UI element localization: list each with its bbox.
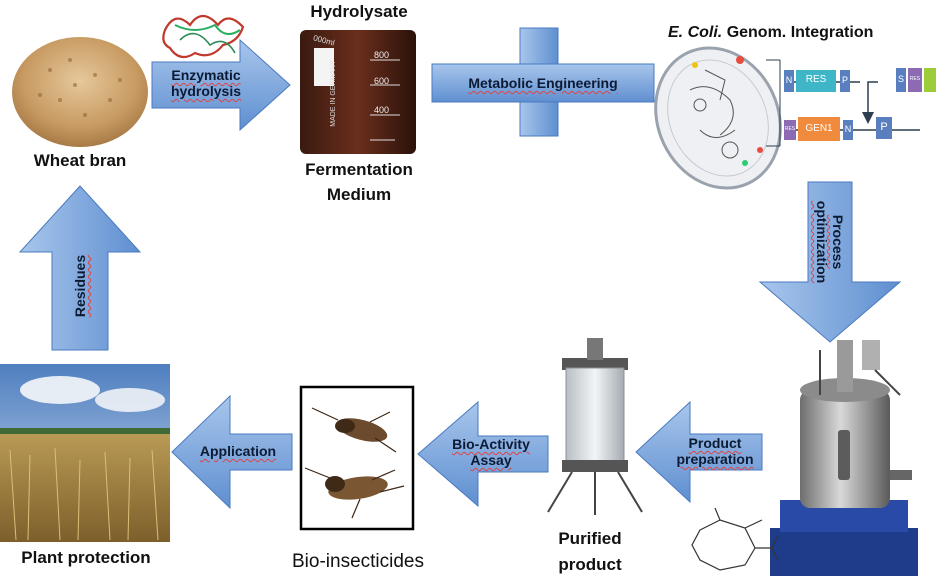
bio-activity-arrow — [417, 400, 549, 508]
enzymatic-hydrolysis-arrow — [151, 38, 291, 132]
fermentation-medium-label-line2: Medium — [326, 185, 392, 204]
cockroach-icon — [304, 467, 405, 519]
gene-res-small-label-2: RES — [784, 126, 796, 132]
ecoli-cell-image — [654, 46, 782, 190]
purified-product-label-line1: Purified — [558, 529, 622, 548]
chemical-structure-icon — [691, 507, 779, 571]
process-optimization-text: Process optimization — [814, 200, 846, 284]
gene-n2-label: N — [844, 124, 852, 134]
gene-gen1-label: GEN1 — [805, 123, 833, 134]
purified-product-label-line2: product — [558, 555, 622, 574]
purification-column-image — [547, 338, 643, 515]
beaker-image — [300, 30, 416, 154]
cockroach-icon — [311, 407, 397, 453]
beaker-mark-600: 600 — [374, 76, 390, 86]
gene-p2-label: P — [880, 121, 888, 133]
hydrolysate-label: Hydrolysate — [310, 2, 408, 21]
cockroach-image — [299, 385, 415, 531]
plant-protection-label: Plant protection — [21, 548, 151, 567]
fermentation-medium-label-line1: Fermentation — [305, 160, 413, 179]
wheat-field-image — [0, 364, 170, 542]
metabolic-engineering-cross — [431, 27, 655, 137]
bio-activity-assay-text: Bio-Activity Assay — [452, 436, 530, 468]
process-optimization-arrow — [758, 181, 902, 343]
gene-construct-bottom — [784, 117, 920, 141]
application-arrow — [171, 394, 293, 510]
beaker-mark-400: 400 — [374, 105, 390, 115]
enzymatic-hydrolysis-text: Enzymatic hydrolysis — [170, 67, 242, 99]
gene-p1-label: P — [841, 75, 848, 85]
metabolic-engineering-text: Metabolic Engineering — [468, 75, 618, 91]
residues-text: Residues — [72, 254, 88, 318]
ecoli-name: E. Coli. — [668, 24, 723, 41]
gene-res-label: RES — [805, 74, 827, 85]
ecoli-label: E. Coli. Genom. Integration — [668, 24, 928, 42]
gene-n1-label: N — [785, 75, 793, 85]
residues-arrow — [18, 185, 142, 351]
gene-construct-top — [784, 68, 936, 124]
genom-integration-label: Genom. Integration — [726, 24, 874, 41]
bio-insecticides-label: Bio-insecticides — [292, 551, 424, 572]
wheat-bran-label: Wheat bran — [33, 151, 127, 170]
beaker-made-in-text: MADE IN GERMANY — [329, 60, 337, 127]
product-preparation-text: Product preparation — [676, 435, 754, 467]
gene-res-small-label: RES — [909, 76, 921, 82]
gene-s-label: S — [897, 74, 904, 84]
enzyme-structure-icon — [162, 14, 245, 59]
product-preparation-arrow — [635, 400, 763, 504]
beaker-mark-800: 800 — [374, 50, 390, 60]
application-text: Application — [199, 443, 277, 459]
bioreactor-image — [770, 340, 918, 576]
